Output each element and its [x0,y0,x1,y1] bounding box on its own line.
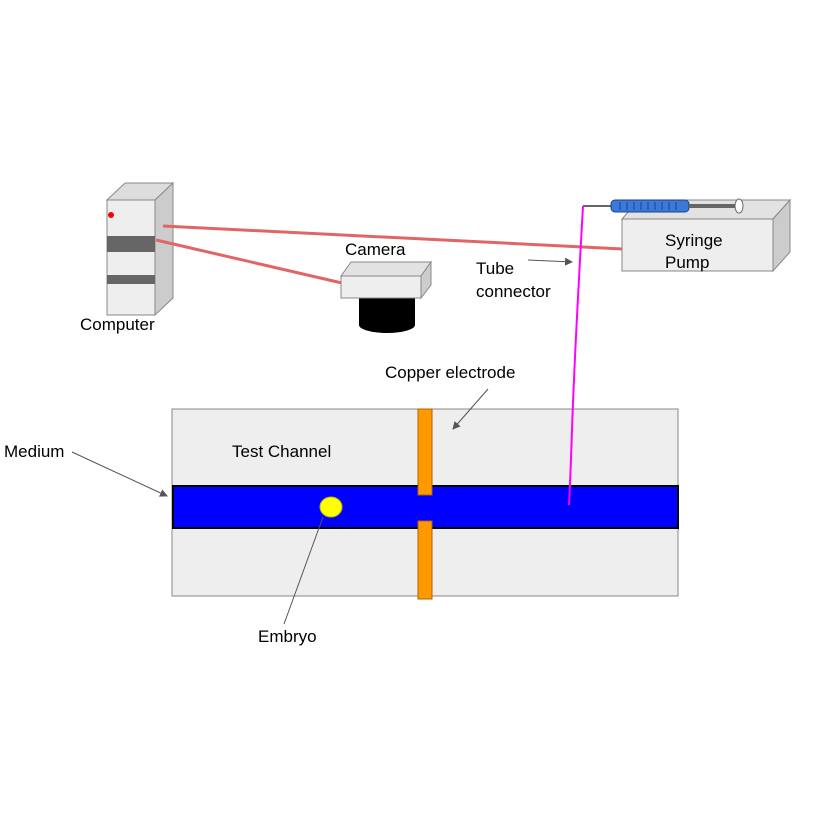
embryo-label: Embryo [258,627,317,646]
cable-computer-to-camera [155,238,343,285]
camera-label: Camera [345,240,406,259]
syringe-pump [620,198,792,273]
syringe-plunger-cap [734,198,744,214]
test-channel-label: Test Channel [232,442,331,461]
computer-drive-slot [107,275,155,284]
syringe [583,198,744,214]
computer-side [154,181,174,317]
camera-body-front [340,275,422,299]
test-channel-block [171,408,679,600]
cable-computer-to-pump [162,224,624,251]
tube-connector [568,205,584,506]
computer-drive-bay [107,236,155,252]
tube-connector-label-line1: Tube [476,259,514,278]
camera [340,260,432,333]
medium-label: Medium [4,442,64,461]
computer-front [106,199,156,316]
copper-electrode-top [417,408,433,496]
syringe-barrel [610,199,690,213]
copper-electrode-bottom [417,520,433,600]
pointer-embryo [283,516,324,625]
arrow-copper-electrode [452,388,489,430]
syringe-pump-label-line1: Syringe [665,231,723,250]
copper-electrode-label: Copper electrode [385,363,515,382]
syringe-plunger-rod [689,204,737,208]
syringe-graduations [619,202,677,210]
pump-front [621,218,774,272]
camera-lens [359,298,415,325]
arrow-tube-connector [527,257,573,266]
syringe-pump-label-line2: Pump [665,253,709,272]
camera-body-top [340,261,432,277]
embryo [319,496,343,518]
arrow-medium [71,451,168,497]
tube-connector-label-line2: connector [476,282,551,301]
computer-label: Computer [80,315,155,334]
computer [105,181,175,317]
computer-power-led [108,212,114,218]
